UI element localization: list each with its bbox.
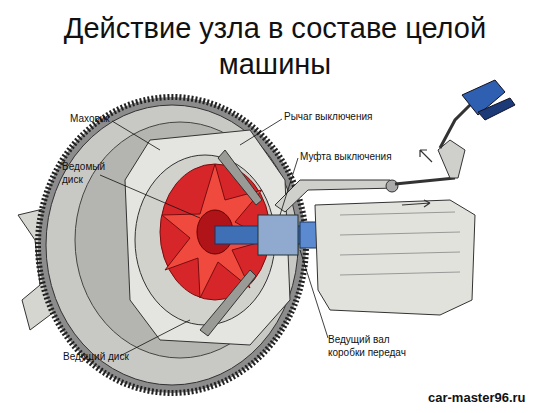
release-bearing [258,215,298,255]
release-lever [218,150,262,205]
motion-arrow [420,150,432,162]
part-label: Ведущий диск [63,350,153,363]
title: Действие узла в составе целой машины [20,10,530,82]
part-label: Ведомый диск [62,160,107,186]
release-fork [275,180,398,212]
linkage-rod [395,178,455,184]
flywheel [46,105,298,385]
part-label: Рычаг выключения [284,110,394,123]
motion-arrow [402,200,430,207]
part-label: Муфта выключения [300,150,410,163]
release-lever [200,270,256,336]
part-label: Ведущий вал коробки передач [328,333,423,359]
gearbox-housing [315,200,475,315]
part-label: Маховик [70,112,130,125]
flywheel-teeth [38,97,306,393]
watermark: car-master96.ru [428,390,548,405]
leader-lines [100,119,328,356]
